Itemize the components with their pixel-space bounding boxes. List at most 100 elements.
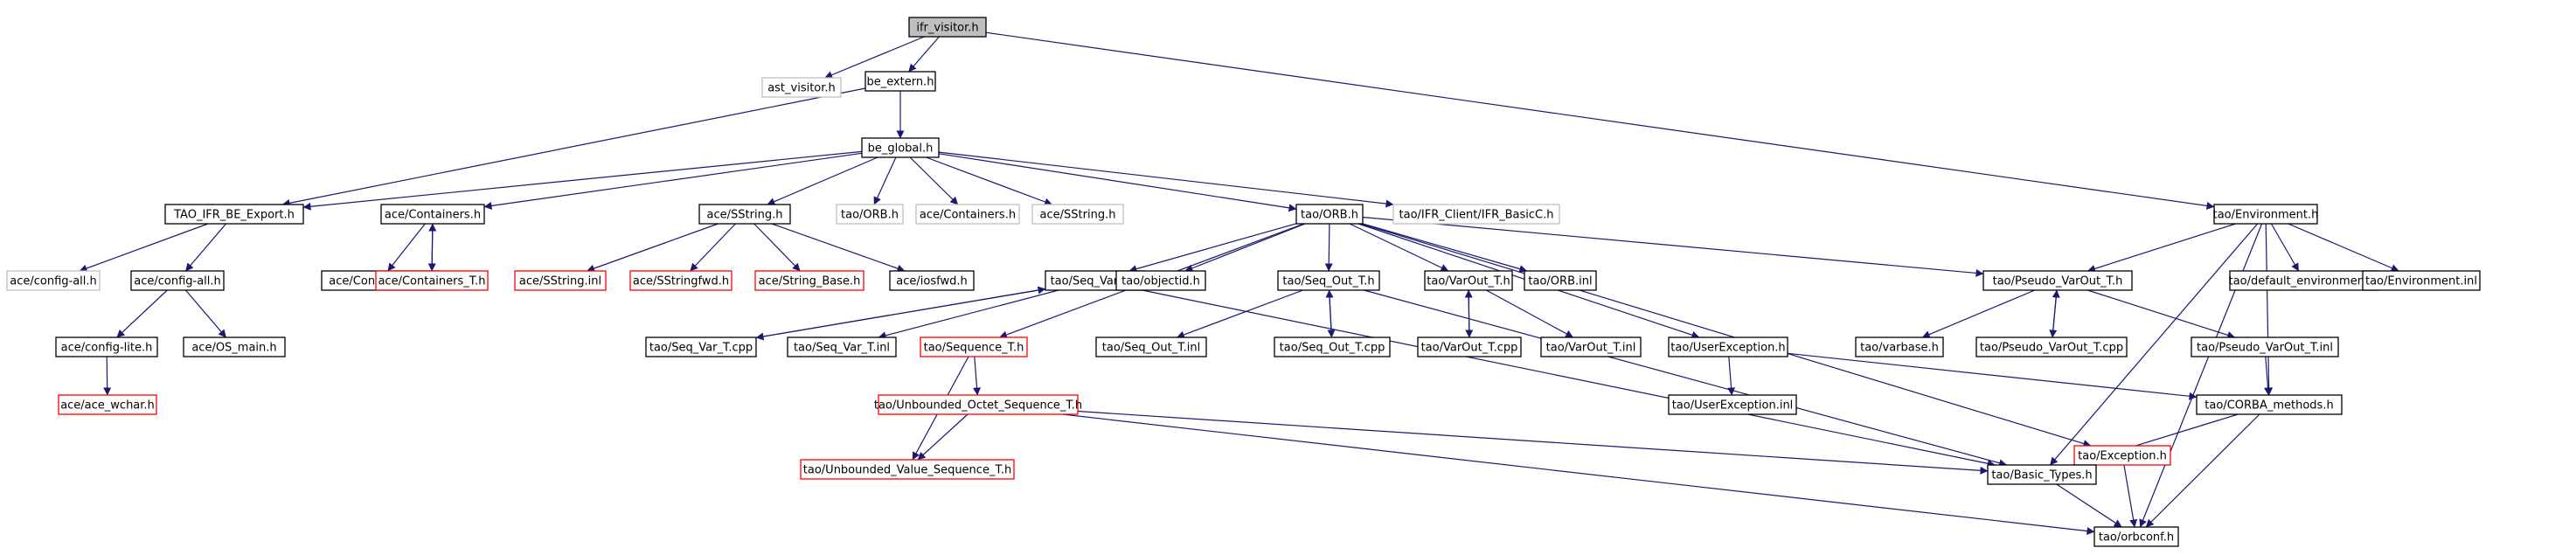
node-containers-t[interactable]: ace/Containers_T.h — [375, 270, 489, 291]
node-be-global[interactable]: be_global.h — [861, 137, 940, 158]
node-tao-orb[interactable]: tao/ORB.h — [1295, 204, 1364, 225]
edge-be_global-to-ace_containers — [483, 152, 863, 210]
node-label: tao/Environment.inl — [2365, 275, 2477, 288]
node-ifr-client[interactable]: tao/IFR_Client/IFR_BasicC.h — [1392, 204, 1560, 225]
node-pseudo-varout[interactable]: tao/Pseudo_VarOut_T.h — [1982, 270, 2133, 291]
node-config-all-missing[interactable]: ace/config-all.h — [6, 270, 101, 291]
node-pseudo-inl[interactable]: tao/Pseudo_VarOut_T.inl — [2191, 336, 2339, 357]
edge-varout_t-to-varout_inl — [1486, 289, 1574, 338]
node-box — [2073, 445, 2171, 466]
node-varbase[interactable]: tao/varbase.h — [1855, 336, 1944, 357]
edge-exception-to-orbconf — [2123, 464, 2138, 528]
edge-be_global-to-ace_containers_missing — [909, 156, 959, 205]
node-varout-t[interactable]: tao/VarOut_T.h — [1424, 270, 1513, 291]
node-seq-out-t[interactable]: tao/Seq_Out_T.h — [1277, 270, 1380, 291]
node-label: tao/ORB.h — [1301, 209, 1358, 222]
node-box — [1392, 204, 1560, 225]
node-box — [1987, 464, 2097, 485]
node-basic-types[interactable]: tao/Basic_Types.h — [1987, 464, 2097, 485]
node-box — [1417, 336, 1522, 357]
edge-be_global-to-tao_orb — [938, 153, 1297, 212]
node-sstringfwd[interactable]: ace/SStringfwd.h — [629, 270, 733, 291]
edge-be_global-to-ace_sstring_missing — [926, 156, 1053, 206]
node-orb-inl[interactable]: tao/ORB.inl — [1524, 270, 1597, 291]
node-seq-var-cpp[interactable]: tao/Seq_Var_T.cpp — [645, 336, 757, 357]
node-varout-cpp[interactable]: tao/VarOut_T.cpp — [1417, 336, 1522, 357]
node-ast-visitor[interactable]: ast_visitor.h — [761, 77, 842, 98]
node-box — [58, 394, 157, 415]
node-tao-env[interactable]: tao/Environment.h — [2213, 204, 2319, 225]
node-pseudo-cpp[interactable]: tao/Pseudo_VarOut_T.cpp — [1975, 336, 2128, 357]
edge-config_all-to-os_main — [184, 289, 227, 338]
node-box — [754, 270, 864, 291]
node-be-extern[interactable]: be_extern.h — [864, 71, 936, 92]
node-label: tao/Basic_Types.h — [1991, 469, 2092, 482]
node-config-all[interactable]: ace/config-all.h — [130, 270, 225, 291]
node-unbounded-octet[interactable]: tao/Unbounded_Octet_Sequence_T.h — [874, 394, 1082, 415]
node-ace-sstring-missing[interactable]: ace/SString.h — [1031, 204, 1124, 225]
edge-seq_var_t-to-basic_types — [1142, 289, 1996, 468]
node-label: ace/Containers.h — [920, 209, 1016, 222]
edge-config_lite-to-ace_wchar — [103, 356, 112, 396]
edge-be_global-to-ifr_export — [302, 150, 863, 211]
node-box — [861, 137, 940, 158]
node-ace-wchar[interactable]: ace/ace_wchar.h — [58, 394, 157, 415]
node-box — [1668, 394, 1797, 415]
edge-containers_t-to-ace_containers — [428, 223, 437, 272]
edge-root-to-tao_env — [985, 31, 2215, 210]
edge-tao_orb-to-varout_t — [1349, 223, 1449, 272]
edge-tao_env-to-basic_types — [2049, 223, 2259, 466]
node-box — [2213, 204, 2318, 225]
node-seq-var-inl[interactable]: tao/Seq_Var_T.inl — [787, 336, 897, 357]
node-objectid[interactable]: tao/objectid.h — [1115, 270, 1206, 291]
node-label: tao/Seq_Out_T.inl — [1102, 342, 1200, 355]
node-box — [1524, 270, 1597, 291]
node-label: ace/SString.inl — [519, 275, 601, 288]
node-ifr-export[interactable]: TAO_IFR_BE_Export.h — [164, 204, 304, 225]
edge-sequence_t-to-unbounded_octet — [973, 356, 982, 396]
node-varout-inl[interactable]: tao/VarOut_T.inl — [1540, 336, 1642, 357]
node-label: tao/VarOut_T.cpp — [1421, 342, 1518, 355]
node-seq-out-inl[interactable]: tao/Seq_Out_T.inl — [1095, 336, 1207, 357]
node-os-main[interactable]: ace/OS_main.h — [183, 336, 286, 357]
node-sequence-t[interactable]: tao/Sequence_T.h — [920, 336, 1028, 357]
node-iosfwd[interactable]: ace/iosfwd.h — [889, 270, 975, 291]
node-ace-sstring[interactable]: ace/SString.h — [698, 204, 791, 225]
node-box — [2093, 526, 2179, 547]
edge-pseudo_varout-to-varbase — [1921, 289, 2036, 338]
node-label: tao/VarOut_T.h — [1427, 275, 1510, 288]
node-string-base[interactable]: ace/String_Base.h — [754, 270, 864, 291]
edge-tao_env-to-default_env — [2270, 223, 2300, 272]
node-box — [645, 336, 757, 357]
node-box — [6, 270, 101, 291]
node-user-exc[interactable]: tao/UserException.h — [1668, 336, 1788, 357]
node-ace-containers[interactable]: ace/Containers.h — [380, 204, 485, 225]
node-user-exc-inl[interactable]: tao/UserException.inl — [1668, 394, 1797, 415]
node-label: ace/SString.h — [1040, 209, 1116, 222]
node-orb-h-missing[interactable]: tao/ORB.h — [836, 204, 904, 225]
node-seq-out-cpp[interactable]: tao/Seq_Out_T.cpp — [1274, 336, 1391, 357]
node-default-env[interactable]: tao/default_environment.h — [2229, 270, 2380, 291]
node-env-inl[interactable]: tao/Environment.inl — [2362, 270, 2481, 291]
edge-seq_var_cpp-to-seq_var_t — [755, 286, 1046, 338]
edge-root-to-be_extern — [908, 36, 940, 73]
node-label: tao/Environment.h — [2213, 209, 2319, 222]
edge-tao_env-to-env_inl — [2288, 223, 2399, 272]
node-ace-containers-missing[interactable]: ace/Containers.h — [915, 204, 1020, 225]
node-corba-methods[interactable]: tao/CORBA_methods.h — [2196, 394, 2343, 415]
node-sstring-inl[interactable]: ace/SString.inl — [514, 270, 607, 291]
edge-ace_sstring-to-string_base — [753, 223, 801, 272]
node-box — [1277, 270, 1380, 291]
node-box — [889, 270, 975, 291]
node-box — [55, 336, 158, 357]
node-label: tao/default_environment.h — [2229, 275, 2380, 288]
node-exception[interactable]: tao/Exception.h — [2073, 445, 2171, 466]
edge-tao_orb-to-orb_inl — [1362, 223, 1528, 273]
node-config-lite[interactable]: ace/config-lite.h — [55, 336, 158, 357]
edge-seq_out_t-to-basic_types — [1364, 289, 2008, 468]
node-box — [1982, 270, 2133, 291]
node-root[interactable]: ifr_visitor.h — [908, 17, 987, 38]
node-orbconf[interactable]: tao/orbconf.h — [2093, 526, 2179, 547]
node-unbounded-value[interactable]: tao/Unbounded_Value_Sequence_T.h — [800, 459, 1015, 480]
edge-unbounded_octet-to-orbconf — [1062, 413, 2095, 536]
